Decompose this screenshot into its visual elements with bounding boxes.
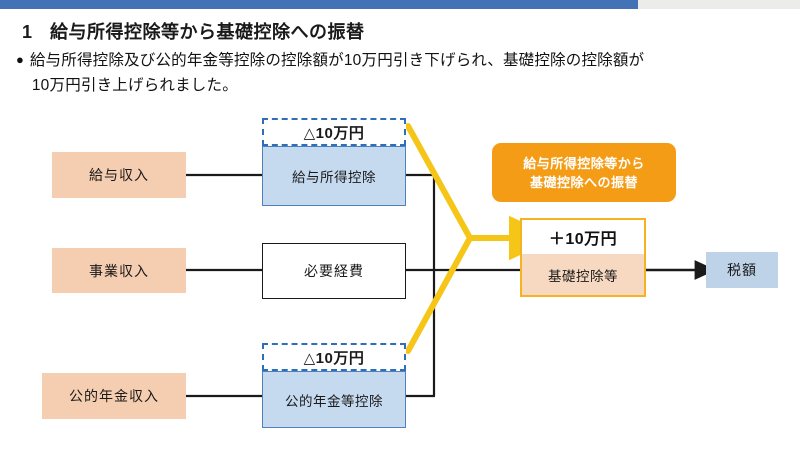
basic-deduction-label: 基礎控除等 <box>522 254 644 295</box>
tax-amount-box[interactable]: 税額 <box>706 252 778 288</box>
bullet-text-line-2: 10万円引き上げられました。 <box>31 77 238 94</box>
bullet-text: 給与所得控除及び公的年金等控除の控除額が10万円引き下げられ、基礎控除の控除額が… <box>30 48 644 98</box>
page-title: 1 給与所得控除等から基礎控除への振替 <box>22 18 782 44</box>
income-box-salary-label: 給与収入 <box>89 167 149 183</box>
deduction-box-salary-label: 給与所得控除 <box>292 170 376 185</box>
reduction-banner-pension-label: △10万円 <box>303 349 365 367</box>
top-bar-gray-segment <box>638 0 800 9</box>
expense-box-necessary-label: 必要経費 <box>304 263 364 279</box>
deduction-box-pension-label: 公的年金等控除 <box>285 393 383 409</box>
reduction-banner-salary-label: △10万円 <box>303 124 365 142</box>
income-box-pension[interactable]: 公的年金収入 <box>42 373 186 419</box>
basic-deduction-group[interactable]: ＋10万円 基礎控除等 <box>520 218 646 297</box>
transfer-callout: 給与所得控除等から 基礎控除への振替 <box>492 143 676 202</box>
income-box-business-label: 事業収入 <box>89 262 149 279</box>
deduction-box-salary[interactable]: 給与所得控除 <box>262 146 406 206</box>
basic-deduction-increase-amount: ＋10万円 <box>522 220 644 254</box>
top-bar-blue-segment <box>0 0 638 9</box>
bullet-text-line-1: 給与所得控除及び公的年金等控除の控除額が10万円引き下げられ、基礎控除の控除額が <box>29 52 645 69</box>
transfer-callout-line-2: 基礎控除への振替 <box>529 174 638 190</box>
reduction-banner-salary: △10万円 <box>262 118 406 146</box>
transfer-callout-line-1: 給与所得控除等から <box>523 155 645 171</box>
expense-box-necessary[interactable]: 必要経費 <box>262 243 406 299</box>
gold-arrow-from-pension-banner <box>405 235 473 354</box>
decorative-top-bar <box>0 0 800 9</box>
bullet-paragraph: ● 給与所得控除及び公的年金等控除の控除額が10万円引き下げられ、基礎控除の控除… <box>16 48 786 98</box>
tax-amount-label: 税額 <box>727 262 757 278</box>
heading-title: 給与所得控除等から基礎控除への振替 <box>50 22 365 42</box>
income-box-business[interactable]: 事業収入 <box>52 248 186 293</box>
bullet-marker-icon: ● <box>16 52 24 67</box>
reduction-banner-pension: △10万円 <box>262 343 406 371</box>
income-box-salary[interactable]: 給与収入 <box>52 152 186 198</box>
deduction-box-pension[interactable]: 公的年金等控除 <box>262 371 406 428</box>
heading-number: 1 <box>22 22 33 42</box>
gold-arrow-from-salary-banner <box>405 123 473 241</box>
income-box-pension-label: 公的年金収入 <box>69 388 159 404</box>
